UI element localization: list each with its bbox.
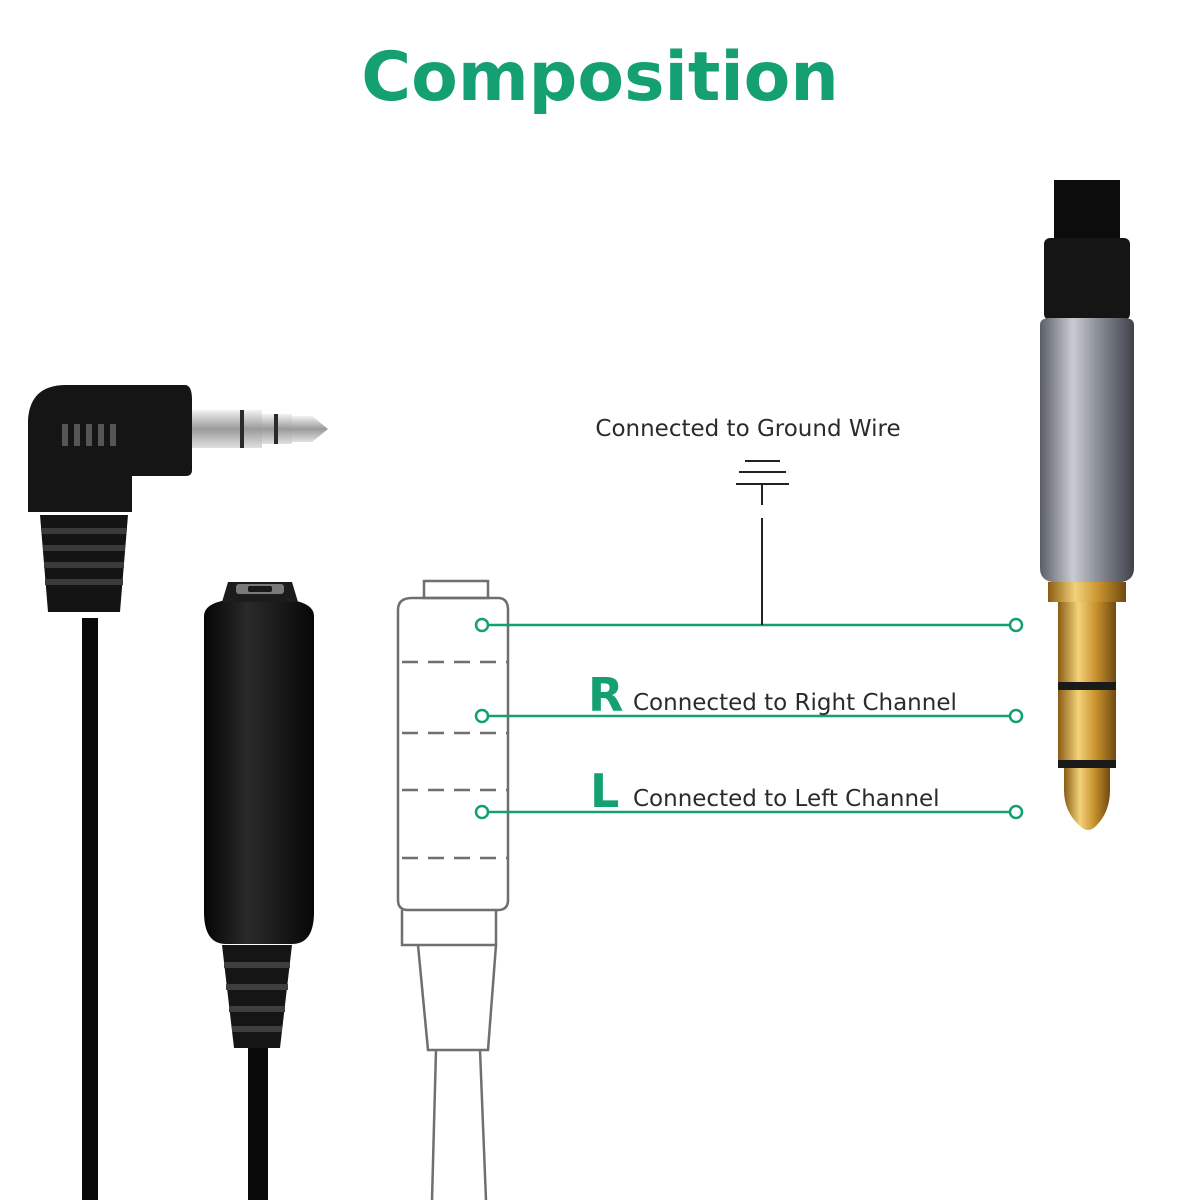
jack-schematic	[396, 579, 510, 1200]
right-plug-gold-collar	[1048, 582, 1126, 602]
right-plug-shell	[1040, 318, 1134, 582]
ground-node-left	[474, 617, 490, 633]
schematic-strain-relief	[416, 944, 498, 1052]
right-channel-letter: R	[588, 668, 623, 722]
right-node-left	[474, 708, 490, 724]
jack-strain-relief	[222, 945, 292, 1048]
schematic-segment-dividers	[402, 660, 508, 860]
left-cable	[82, 618, 98, 1200]
connection-lines	[474, 617, 1024, 820]
ground-symbol-icon	[736, 460, 789, 625]
left-plug-grip	[62, 424, 116, 446]
right-plug-collar	[1044, 238, 1130, 320]
straight-plug	[1040, 180, 1134, 830]
left-plug-tip	[292, 416, 328, 442]
left-channel-label: Connected to Left Channel	[633, 786, 940, 812]
right-channel-label: Connected to Right Channel	[633, 690, 957, 716]
jack-cable	[248, 1042, 268, 1200]
left-channel-letter: L	[590, 764, 619, 818]
right-plug-ring	[1058, 690, 1116, 760]
right-angle-plug	[28, 385, 328, 1200]
ground-node-right	[1008, 617, 1024, 633]
right-plug-sleeve	[1058, 602, 1116, 682]
female-jack-adapter	[204, 582, 314, 1200]
schematic-base	[400, 910, 498, 947]
schematic-top-cap	[422, 579, 490, 600]
ground-label: Connected to Ground Wire	[595, 416, 900, 442]
schematic-body	[396, 596, 510, 912]
right-plug-insulator-2	[1058, 760, 1116, 768]
right-plug-insulator-1	[1058, 682, 1116, 690]
left-node-left	[474, 804, 490, 820]
left-node-right	[1008, 804, 1024, 820]
schematic-cable-left	[430, 1049, 438, 1200]
left-plug-sleeve	[192, 410, 262, 448]
right-node-right	[1008, 708, 1024, 724]
page-title: Composition	[361, 38, 839, 117]
left-strain-ridges	[42, 528, 126, 585]
schematic-cable-right	[478, 1049, 488, 1200]
right-plug-tip	[1064, 768, 1110, 830]
jack-body	[204, 600, 314, 944]
left-plug-head	[28, 385, 192, 512]
